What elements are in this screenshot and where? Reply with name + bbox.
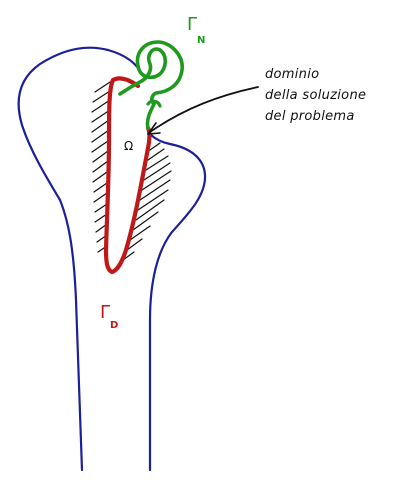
annotation-line-1: dominio: [265, 67, 319, 82]
annotation-line-2: della soluzione: [265, 88, 366, 103]
annotation-text: dominio della soluzione del problema: [265, 67, 366, 124]
gamma-d-subscript: D: [110, 320, 118, 331]
dirichlet-boundary: [106, 78, 150, 272]
gamma-n-label: Γ N: [187, 14, 205, 46]
gamma-n-symbol: Γ: [187, 14, 197, 35]
bone-outline-left: [19, 48, 138, 470]
omega-label: Ω: [124, 139, 133, 153]
gamma-n-subscript: N: [197, 35, 205, 46]
bone-outline-right: [150, 134, 205, 470]
annotation-line-3: del problema: [265, 109, 355, 124]
gamma-d-label: Γ D: [100, 302, 118, 331]
neumann-boundary: [120, 42, 182, 128]
gamma-d-symbol: Γ: [100, 302, 110, 323]
annotation-pointer-line: [150, 87, 258, 132]
